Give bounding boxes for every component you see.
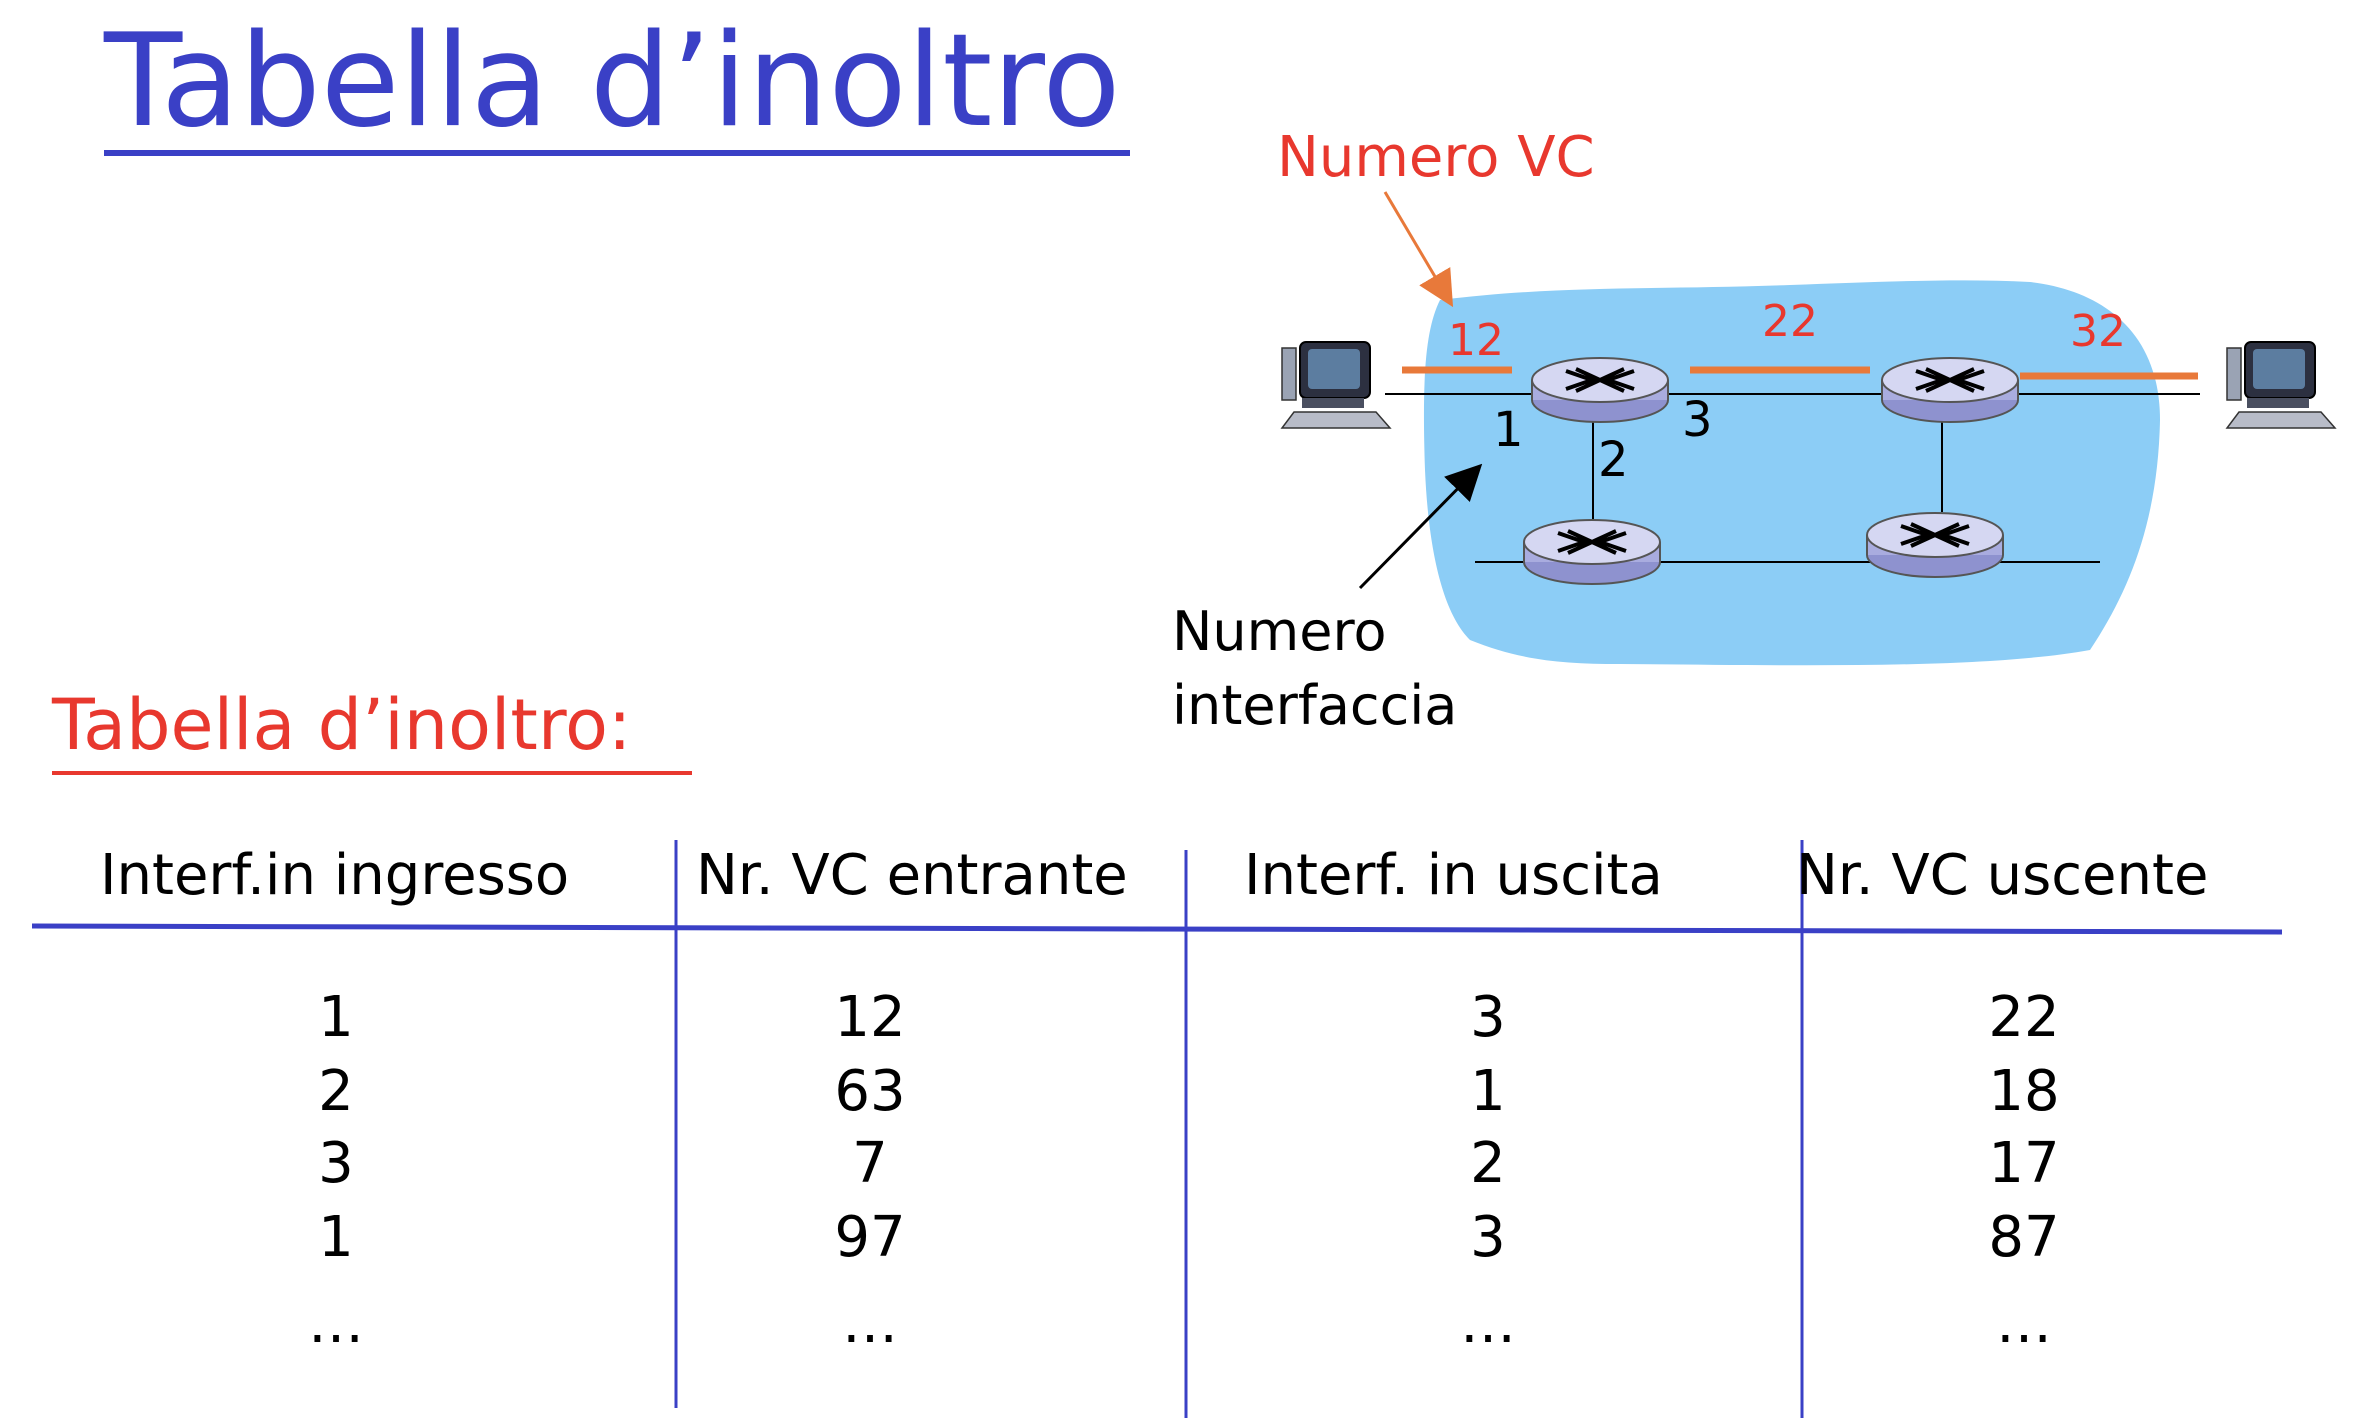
cell-outgoing-vc: 87 <box>1988 1205 2060 1270</box>
cell-outgoing-interface: … <box>1460 1291 1516 1356</box>
cell-outgoing-vc: 18 <box>1988 1059 2060 1124</box>
cell-incoming-vc: … <box>842 1291 898 1356</box>
table-title-underline <box>52 771 692 775</box>
cell-outgoing-interface: 3 <box>1470 985 1506 1050</box>
interface-number-arrow <box>1358 463 1483 590</box>
cell-outgoing-vc: 22 <box>1988 985 2060 1050</box>
router-icon <box>1880 356 2020 424</box>
interface-number-label: Numero <box>1172 600 1387 663</box>
header-incoming-interface: Interf.in ingresso <box>100 843 570 908</box>
cell-incoming-vc: 7 <box>852 1131 888 1196</box>
vc-label-32: 32 <box>2070 306 2126 357</box>
router-icon <box>1865 511 2005 579</box>
cell-outgoing-interface: 3 <box>1470 1205 1506 1270</box>
host-computer-icon <box>2226 341 2336 429</box>
host-computer-icon <box>1281 341 1391 429</box>
header-outgoing-vc: Nr. VC uscente <box>1796 843 2209 908</box>
interface-label-2: 2 <box>1598 432 1629 488</box>
cell-incoming-interface: 1 <box>318 985 354 1050</box>
cell-outgoing-vc: 17 <box>1988 1131 2060 1196</box>
header-outgoing-interface: Interf. in uscita <box>1244 843 1663 908</box>
cell-incoming-vc: 63 <box>834 1059 906 1124</box>
vc-label-22: 22 <box>1762 296 1818 347</box>
cell-incoming-interface: 3 <box>318 1131 354 1196</box>
cell-outgoing-interface: 2 <box>1470 1131 1506 1196</box>
router-icon <box>1522 518 1662 586</box>
header-incoming-vc: Nr. VC entrante <box>696 843 1128 908</box>
interface-label-1: 1 <box>1493 402 1524 458</box>
vc-number-arrow <box>1383 191 1454 308</box>
vc-number-label: Numero VC <box>1277 125 1595 190</box>
cell-incoming-interface: 1 <box>318 1205 354 1270</box>
interface-label-3: 3 <box>1682 392 1713 448</box>
cell-outgoing-vc: … <box>1996 1291 2052 1356</box>
cell-incoming-vc: 12 <box>834 985 906 1050</box>
vc-label-12: 12 <box>1448 315 1504 366</box>
table-title: Tabella d’inoltro: <box>52 684 632 766</box>
router-icon <box>1530 356 1670 424</box>
cell-incoming-vc: 97 <box>834 1205 906 1270</box>
page-title: Tabella d’inoltro <box>104 7 1121 156</box>
cell-incoming-interface: 2 <box>318 1059 354 1124</box>
cell-outgoing-interface: 1 <box>1470 1059 1506 1124</box>
table-header-rule <box>31 923 2283 935</box>
interface-number-label-line2: interfaccia <box>1172 674 1457 737</box>
title-underline <box>104 150 1130 156</box>
cell-incoming-interface: … <box>308 1291 364 1356</box>
